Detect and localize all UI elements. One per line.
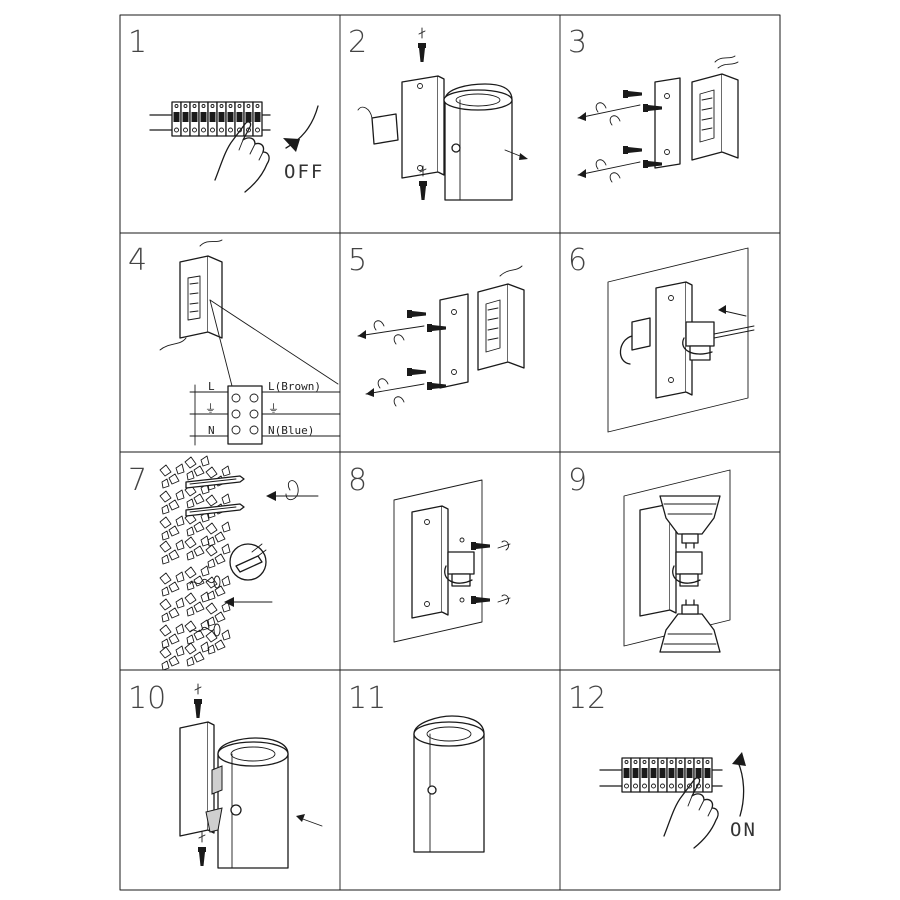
screw-icon — [407, 368, 426, 376]
neutral-output-label: N(Blue) — [268, 424, 314, 437]
pull-away-arrow-icon — [504, 149, 528, 160]
wall-bracket — [179, 721, 215, 837]
mounting-plate — [439, 293, 469, 389]
switch-off-arrow-icon — [283, 105, 319, 152]
step-number: 1 — [128, 25, 147, 60]
finished-wall-light — [413, 715, 485, 853]
earth-output-label: ⏚ — [268, 402, 279, 415]
unscrew-arrow-icon — [577, 102, 641, 183]
panel-step-1: 1 OFF — [128, 25, 324, 193]
drill-bit — [185, 475, 245, 517]
wall-texture-lower — [159, 565, 231, 671]
wiring-terminal-block — [189, 384, 341, 446]
terminal-connector — [619, 317, 651, 365]
earth-input-label: ⏚ — [205, 402, 216, 415]
lamp-housing — [443, 83, 513, 201]
step-number: 7 — [128, 463, 147, 498]
insert-arrow-icon — [224, 597, 273, 607]
wall-surface — [393, 479, 483, 643]
wall-junction-box — [691, 55, 739, 161]
hammer-icon — [229, 543, 267, 581]
circuit-breaker-bank — [621, 757, 713, 793]
junction-box — [159, 239, 223, 351]
switch-on-arrow-icon — [732, 752, 746, 817]
lamp-housing — [205, 737, 289, 869]
wall-bracket — [411, 505, 449, 619]
junction-box — [357, 106, 399, 145]
panel-step-7: 7 — [128, 455, 319, 671]
screws — [459, 537, 511, 605]
live-output-label: L(Brown) — [268, 380, 321, 393]
panel-step-11: 11 — [348, 681, 485, 853]
screw-icon — [623, 90, 642, 98]
wall-junction-box — [477, 265, 525, 371]
unscrew-arrow-icon — [357, 320, 425, 407]
top-screw-icon — [193, 683, 203, 719]
panel-step-8: 8 — [348, 463, 511, 643]
step-number: 5 — [348, 243, 367, 278]
wall-bracket — [639, 503, 677, 617]
insert-arrow-icon — [713, 305, 755, 339]
neutral-input-label: N — [208, 424, 215, 437]
off-label: OFF — [284, 161, 324, 183]
screw-icon — [407, 310, 426, 318]
wall-bracket — [401, 75, 445, 179]
panel-step-9: 9 — [568, 463, 731, 653]
live-input-label: L — [208, 380, 215, 393]
panel-step-12: 12 ON — [568, 681, 757, 849]
step-number: 9 — [568, 463, 587, 498]
step-number: 12 — [568, 681, 606, 716]
callout-lines — [209, 299, 339, 387]
step-number: 3 — [568, 25, 587, 60]
wall-surface — [607, 247, 749, 433]
mounting-plate — [654, 77, 681, 169]
push-arrow-icon — [296, 814, 323, 827]
screw-icon — [623, 146, 642, 154]
step-number: 2 — [348, 25, 367, 60]
top-screw-icon — [417, 27, 427, 63]
lamp-holder — [672, 551, 703, 587]
panel-grid — [119, 14, 781, 891]
panel-step-10: 10 — [128, 681, 323, 869]
step-number: 8 — [348, 463, 367, 498]
gu10-bulb-icon — [659, 599, 721, 653]
on-label: ON — [730, 819, 757, 841]
lamp-holder — [444, 551, 475, 587]
bottom-screw-icon — [197, 831, 207, 867]
step-number: 11 — [348, 681, 386, 716]
panel-step-2: 2 — [348, 25, 528, 201]
wall-surface — [623, 469, 731, 647]
panel-step-4: 4 L ⏚ N L(Brown) ⏚ N(Blue) — [128, 239, 341, 446]
drill-arrow-icon — [266, 480, 319, 501]
lamp-holder — [682, 321, 715, 361]
panel-step-5: 5 — [348, 243, 525, 407]
panel-step-3: 3 — [568, 25, 739, 183]
step-number: 4 — [128, 243, 147, 278]
step-number: 6 — [568, 243, 587, 278]
panel-step-6: 6 — [568, 243, 755, 433]
step-number: 10 — [128, 681, 166, 716]
